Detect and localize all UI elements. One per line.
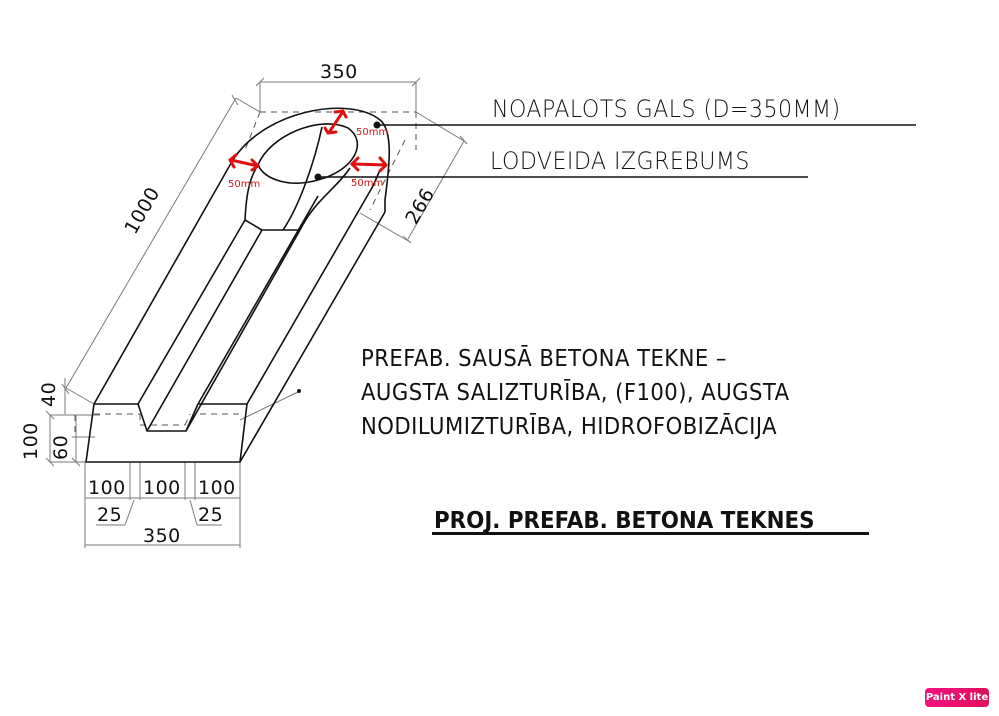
callout-spoon-label: LODVEIDA IZGREBUMS	[490, 147, 750, 175]
annotation-top-50mm: 50mm	[356, 127, 389, 138]
dim-bottom-width: 350	[143, 525, 181, 547]
red-annotation-arrows	[228, 109, 389, 173]
callout-leaders	[318, 124, 916, 178]
description-line-3: NODILUMIZTURĪBA, HIDROFOBIZĀCIJA	[361, 414, 778, 440]
dim-top-height: 40	[38, 381, 60, 407]
dim-base-height: 60	[50, 434, 72, 460]
arrow-left	[229, 158, 260, 168]
dim-seg-2: 100	[143, 477, 181, 499]
dim-seg-1: 100	[88, 477, 126, 499]
callout-end-label: NOAPALOTS GALS (D=350MM)	[492, 95, 841, 123]
drawing-title: PROJ. PREFAB. BETONA TEKNES	[434, 508, 815, 534]
dim-seg-3: 100	[198, 477, 236, 499]
annotation-left-50mm: 50mm	[228, 179, 261, 190]
description-line-1: PREFAB. SAUSĀ BETONA TEKNE –	[361, 346, 727, 372]
trough-outline	[85, 107, 391, 463]
description-line-2: AUGSTA SALIZTURĪBA, (F100), AUGSTA	[361, 380, 790, 406]
callout-dot-end	[373, 121, 381, 129]
annotation-right-50mm: 50mm	[351, 178, 384, 189]
arrow-right	[351, 162, 387, 167]
dim-total-height: 100	[20, 422, 42, 460]
dim-top-width: 350	[320, 61, 358, 83]
arrow-top	[328, 111, 344, 133]
dimension-lines	[45, 77, 468, 548]
leader-dot	[297, 389, 301, 393]
title-underline	[432, 532, 869, 535]
callout-dot-spoon	[314, 173, 322, 181]
dim-chamfer-right: 25	[198, 504, 224, 526]
dim-chamfer-left: 25	[97, 504, 123, 526]
paint-x-lite-watermark[interactable]: Paint X lite	[925, 688, 989, 707]
